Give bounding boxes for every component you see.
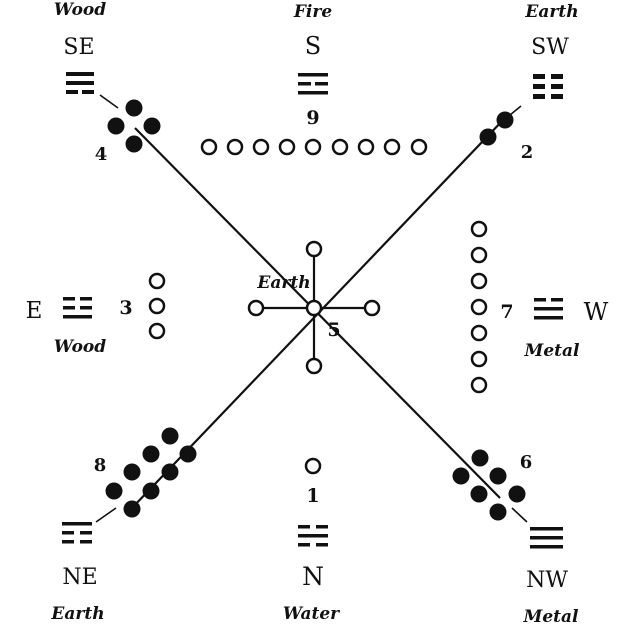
label-n-direction: N	[302, 562, 324, 591]
trigram-ne-icon	[62, 522, 92, 544]
dots-sw	[479, 111, 514, 146]
label-ne-direction: NE	[62, 565, 97, 590]
label-sw-element: Earth	[524, 2, 578, 22]
label-n-number: 1	[306, 485, 319, 507]
dots-e	[148, 272, 166, 340]
label-e-number: 3	[119, 297, 132, 319]
trigram-sw-icon	[533, 74, 563, 99]
dots-w	[470, 220, 488, 394]
label-w-element: Metal	[524, 341, 581, 361]
dots-nw	[452, 449, 526, 521]
label-se-element: Wood	[54, 0, 106, 20]
dots-center	[247, 240, 381, 375]
label-center-element: Earth	[256, 273, 310, 293]
label-sw-direction: SW	[531, 35, 569, 60]
trigram-s-icon	[298, 73, 328, 95]
label-s-number: 9	[306, 107, 319, 129]
dots-n	[304, 457, 322, 475]
label-nw-number: 6	[520, 452, 533, 473]
label-ne-number: 8	[94, 455, 107, 476]
dots-s	[200, 138, 428, 156]
label-nw-element: Metal	[523, 607, 580, 627]
label-e-element: Wood	[54, 337, 106, 357]
label-center-number: 5	[327, 319, 340, 341]
label-nw-direction: NW	[526, 568, 568, 593]
trigram-ne-tick	[95, 507, 117, 523]
trigram-sw-tick	[509, 105, 522, 116]
label-w-direction: W	[584, 298, 609, 326]
trigram-e-icon	[63, 297, 92, 319]
dots-se	[107, 99, 161, 153]
label-sw-number: 2	[521, 142, 534, 163]
dots-ne	[105, 427, 197, 518]
label-ne-element: Earth	[50, 604, 104, 624]
trigram-nw-tick	[511, 507, 528, 523]
trigram-n-icon	[298, 525, 328, 547]
label-n-element: Water	[283, 604, 340, 624]
trigram-se-icon	[66, 72, 94, 94]
label-w-number: 7	[500, 301, 513, 323]
label-se-direction: SE	[63, 35, 94, 60]
label-s-direction: S	[305, 32, 321, 60]
trigram-nw-icon	[530, 527, 563, 549]
label-se-number: 4	[95, 144, 108, 165]
label-s-element: Fire	[293, 2, 332, 22]
trigram-se-tick	[99, 94, 119, 109]
label-e-direction: E	[26, 298, 43, 324]
trigram-w-icon	[534, 298, 563, 320]
